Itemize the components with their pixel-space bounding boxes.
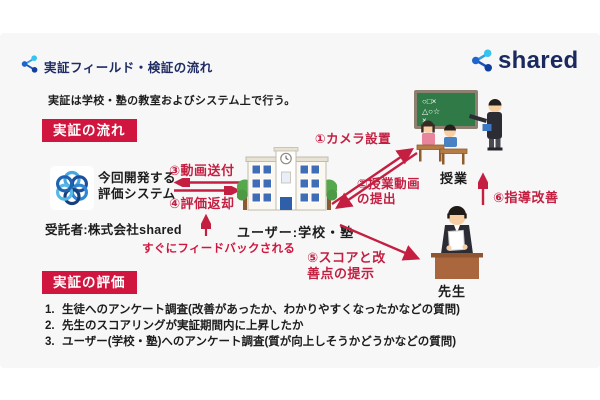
- step2-video-submit-label: ②授業動画 の提出: [357, 177, 420, 207]
- evaluation-list: 1. 生徒へのアンケート調査(改善があったか、わかりやすくなったかなどの質問) …: [45, 302, 575, 350]
- class-label: 授業: [440, 171, 469, 186]
- evaluation-system-name: 今回開発する 評価システム: [98, 170, 176, 202]
- video-send-arrow: [173, 178, 240, 187]
- video-submit-arrow: [335, 152, 418, 210]
- evaluation-section-badge: 実証の評価: [42, 271, 137, 294]
- feedback-arrow: [201, 213, 211, 236]
- evaluation-item-2-number: 2.: [45, 320, 55, 332]
- flow-section-badge: 実証の流れ: [42, 119, 137, 142]
- score-present-arrow: [339, 223, 421, 261]
- system-owner-label: 受託者:株式会社shared: [45, 223, 182, 237]
- evaluation-item-2: 2. 先生のスコアリングが実証期間内に上昇したか: [45, 318, 575, 334]
- system-name-line1: 今回開発する: [98, 171, 177, 185]
- intro-text: 実証は学校・塾の教室およびシステム上で行う。: [48, 95, 296, 107]
- teacher-label: 先生: [438, 284, 467, 299]
- board-marks-row1: ○□×: [422, 97, 437, 106]
- guidance-improve-arrow: [478, 172, 488, 205]
- teacher-illustration: [431, 206, 483, 279]
- title-share-icon: [21, 55, 38, 73]
- evaluation-item-1-text: 生徒へのアンケート調査(改善があったか、わかりやすくなったかなどの質問): [62, 304, 460, 316]
- board-marks-row3: ×: [422, 116, 427, 125]
- step3-video-send-label: ③動画送付: [169, 163, 235, 178]
- evaluation-item-3-text: ユーザー(学校・塾)へのアンケート調査(質が向上しそうかどうかなどの質問): [62, 336, 457, 348]
- evaluation-item-3: 3. ユーザー(学校・塾)へのアンケート調査(質が向上しそうかどうかなどの質問): [45, 334, 575, 350]
- classroom-illustration: ○□× △○☆ ×: [414, 90, 503, 165]
- brand-name: shared: [498, 47, 579, 74]
- step5-line1: ⑤スコアと改: [307, 250, 386, 265]
- evaluation-return-arrow: [174, 186, 241, 195]
- evaluation-item-1: 1. 生徒へのアンケート調査(改善があったか、わかりやすくなったかなどの質問): [45, 302, 575, 318]
- step2-line2: の提出: [357, 192, 397, 206]
- system-name-line2: 評価システム: [98, 187, 176, 201]
- page-title: 実証フィールド・検証の流れ: [44, 61, 213, 75]
- evaluation-system-logo: [50, 166, 94, 210]
- feedback-note: すぐにフィードバックされる: [142, 243, 296, 255]
- brand-share-icon: [471, 49, 492, 72]
- school-illustration: [237, 147, 337, 211]
- step5-line2: 善点の提示: [307, 266, 375, 281]
- step6-guidance-label: ⑥指導改善: [493, 190, 559, 205]
- step1-camera-label: ①カメラ設置: [315, 132, 392, 146]
- evaluation-item-2-text: 先生のスコアリングが実証期間内に上昇したか: [62, 320, 304, 332]
- school-classroom-arrows: [331, 147, 418, 210]
- evaluation-item-1-number: 1.: [45, 304, 55, 316]
- step2-line1: ②授業動画: [357, 177, 421, 191]
- step5-score-label: ⑤スコアと改 善点の提示: [307, 250, 386, 282]
- board-marks-row2: △○☆: [422, 107, 440, 116]
- step4-evaluation-return-label: ④評価返却: [169, 196, 235, 211]
- user-school-label: ユーザー:学校・塾: [237, 225, 355, 240]
- evaluation-item-3-number: 3.: [45, 336, 55, 348]
